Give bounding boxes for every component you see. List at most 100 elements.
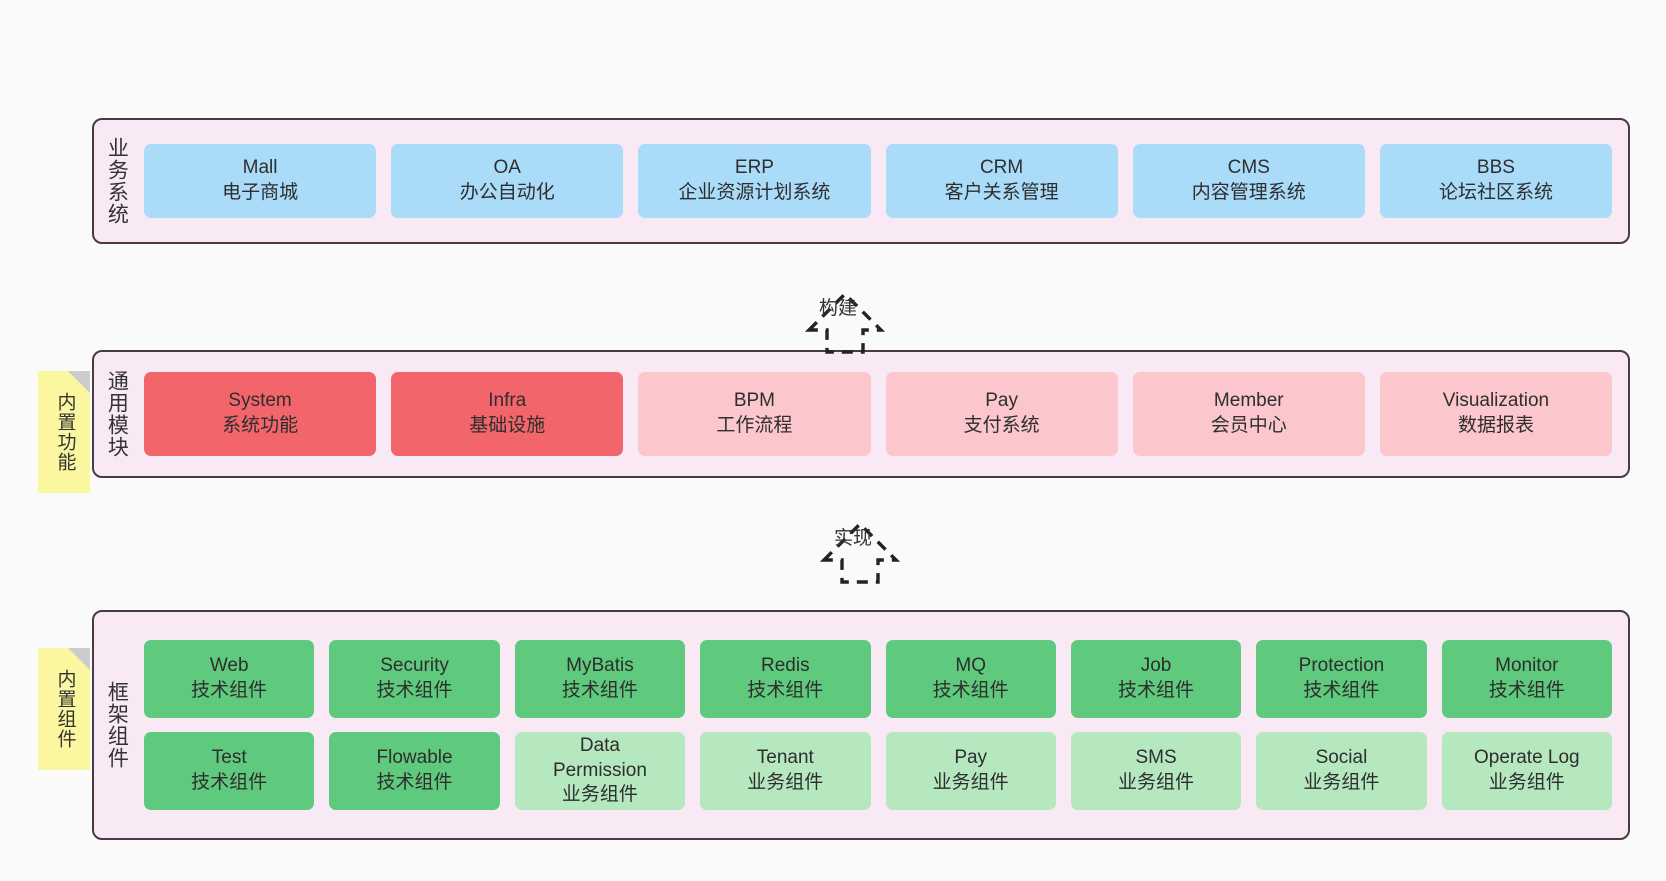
layer-business-system: 业务系统 Mall 电子商城 OA 办公自动化 ERP 企业资源计划系统 CRM… <box>92 118 1630 244</box>
node-oa[interactable]: OA 办公自动化 <box>391 144 624 218</box>
node-title: CRM <box>979 157 1024 179</box>
node-desc: 会员中心 <box>1210 415 1287 436</box>
node-mybatis[interactable]: MyBatis 技术组件 <box>514 640 686 718</box>
node-desc: 业务组件 <box>1488 772 1565 793</box>
node-web[interactable]: Web 技术组件 <box>144 640 315 718</box>
node-desc: 电子商城 <box>222 182 299 203</box>
sticky-fold-corner <box>68 648 90 670</box>
node-desc: 系统功能 <box>222 415 299 436</box>
node-desc: 技术组件 <box>191 680 268 701</box>
node-infra[interactable]: Infra 基础设施 <box>391 372 624 456</box>
sticky-note-label: 内置组件 <box>54 669 76 749</box>
node-security[interactable]: Security 技术组件 <box>329 640 500 718</box>
node-title: Mall <box>242 157 278 179</box>
connector-build-label: 构建 <box>819 298 858 319</box>
layer-title-common: 通用模块 <box>105 370 129 458</box>
node-desc: 技术组件 <box>561 680 638 701</box>
node-sms[interactable]: SMS 业务组件 <box>1070 732 1242 810</box>
node-title: BPM <box>733 390 776 412</box>
node-mq[interactable]: MQ 技术组件 <box>885 640 1056 718</box>
node-title: Test <box>211 747 247 769</box>
node-tenant[interactable]: Tenant 业务组件 <box>700 732 871 810</box>
node-desc: 数据报表 <box>1457 415 1534 436</box>
node-title: MQ <box>955 655 986 677</box>
node-data-permission[interactable]: Data Permission 业务组件 <box>514 732 686 810</box>
build-arrow-svg <box>804 291 886 354</box>
node-mall[interactable]: Mall 电子商城 <box>144 144 377 218</box>
node-title: Pay <box>954 747 988 769</box>
sticky-note-builtin-components: 内置组件 <box>38 648 90 770</box>
node-member[interactable]: Member 会员中心 <box>1132 372 1365 456</box>
node-visualization[interactable]: Visualization 数据报表 <box>1379 372 1613 456</box>
node-title: Pay <box>985 390 1018 412</box>
node-monitor[interactable]: Monitor 技术组件 <box>1441 640 1612 718</box>
node-protection[interactable]: Protection 技术组件 <box>1256 640 1427 718</box>
node-title: Security <box>380 655 449 677</box>
node-desc: 技术组件 <box>191 772 268 793</box>
node-desc: 业务组件 <box>1303 772 1380 793</box>
node-title: Monitor <box>1495 655 1559 677</box>
layer-common-module: 通用模块 System 系统功能 Infra 基础设施 BPM 工作流程 Pay… <box>92 350 1630 478</box>
node-desc: 支付系统 <box>963 415 1040 436</box>
node-desc: 技术组件 <box>932 680 1009 701</box>
node-test[interactable]: Test 技术组件 <box>144 732 315 810</box>
node-title: BBS <box>1476 157 1515 179</box>
node-title: MyBatis <box>566 655 634 677</box>
node-title: Tenant <box>756 747 814 769</box>
node-bbs[interactable]: BBS 论坛社区系统 <box>1379 144 1613 218</box>
node-bpm[interactable]: BPM 工作流程 <box>638 372 871 456</box>
node-desc: 技术组件 <box>747 680 824 701</box>
frame-tech-row: Web 技术组件 Security 技术组件 MyBatis 技术组件 Redi… <box>144 640 1612 718</box>
node-title: Member <box>1213 390 1284 412</box>
node-redis[interactable]: Redis 技术组件 <box>700 640 871 718</box>
node-title: Flowable <box>376 747 453 769</box>
node-erp[interactable]: ERP 企业资源计划系统 <box>638 144 871 218</box>
node-desc: 办公自动化 <box>459 182 555 203</box>
node-desc: 业务组件 <box>561 784 638 806</box>
node-desc: 内容管理系统 <box>1191 182 1306 203</box>
node-title: Social <box>1315 747 1368 769</box>
node-desc: 技术组件 <box>1118 680 1195 701</box>
connector-implement-label: 实现 <box>834 528 873 549</box>
node-cms[interactable]: CMS 内容管理系统 <box>1132 144 1365 218</box>
node-desc: 技术组件 <box>376 680 453 701</box>
node-title: Protection <box>1298 655 1385 677</box>
connector-build-arrow <box>790 266 900 354</box>
node-title: CMS <box>1227 157 1270 179</box>
node-desc: 业务组件 <box>932 772 1009 793</box>
node-crm[interactable]: CRM 客户关系管理 <box>885 144 1118 218</box>
layer-framework-components: 框架组件 Web 技术组件 Security 技术组件 MyBatis 技术组件… <box>92 610 1630 840</box>
sticky-note-builtin-features: 内置功能 <box>38 371 90 493</box>
node-job[interactable]: Job 技术组件 <box>1070 640 1242 718</box>
node-title: Redis <box>761 655 810 677</box>
node-title: Job <box>1140 655 1172 677</box>
node-title-2: Permission <box>552 759 647 781</box>
layer-body-common: System 系统功能 Infra 基础设施 BPM 工作流程 Pay 支付系统… <box>138 352 1628 476</box>
layer-title-frame: 框架组件 <box>105 681 129 769</box>
node-desc: 技术组件 <box>1488 680 1565 701</box>
node-operate-log[interactable]: Operate Log 业务组件 <box>1441 732 1612 810</box>
node-desc: 业务组件 <box>747 772 824 793</box>
node-title: ERP <box>734 157 774 179</box>
node-desc: 基础设施 <box>469 415 546 436</box>
node-flowable[interactable]: Flowable 技术组件 <box>329 732 500 810</box>
sticky-fold-corner <box>68 371 90 393</box>
node-social[interactable]: Social 业务组件 <box>1256 732 1427 810</box>
node-system[interactable]: System 系统功能 <box>144 372 377 456</box>
node-desc: 企业资源计划系统 <box>678 182 831 203</box>
node-title: OA <box>493 157 521 179</box>
node-title: Web <box>209 655 249 677</box>
node-title: SMS <box>1135 747 1177 769</box>
node-title: Operate Log <box>1473 747 1580 769</box>
node-desc: 业务组件 <box>1118 772 1195 793</box>
common-node-row: System 系统功能 Infra 基础设施 BPM 工作流程 Pay 支付系统… <box>144 372 1613 456</box>
node-pay-biz[interactable]: Pay 业务组件 <box>885 732 1056 810</box>
layer-body-business: Mall 电子商城 OA 办公自动化 ERP 企业资源计划系统 CRM 客户关系… <box>138 120 1628 242</box>
connector-implement-arrow <box>805 496 915 584</box>
node-desc: 论坛社区系统 <box>1438 182 1553 203</box>
layer-body-frame: Web 技术组件 Security 技术组件 MyBatis 技术组件 Redi… <box>138 612 1628 838</box>
business-node-row: Mall 电子商城 OA 办公自动化 ERP 企业资源计划系统 CRM 客户关系… <box>144 144 1613 218</box>
node-pay[interactable]: Pay 支付系统 <box>885 372 1118 456</box>
node-desc: 技术组件 <box>376 772 453 793</box>
